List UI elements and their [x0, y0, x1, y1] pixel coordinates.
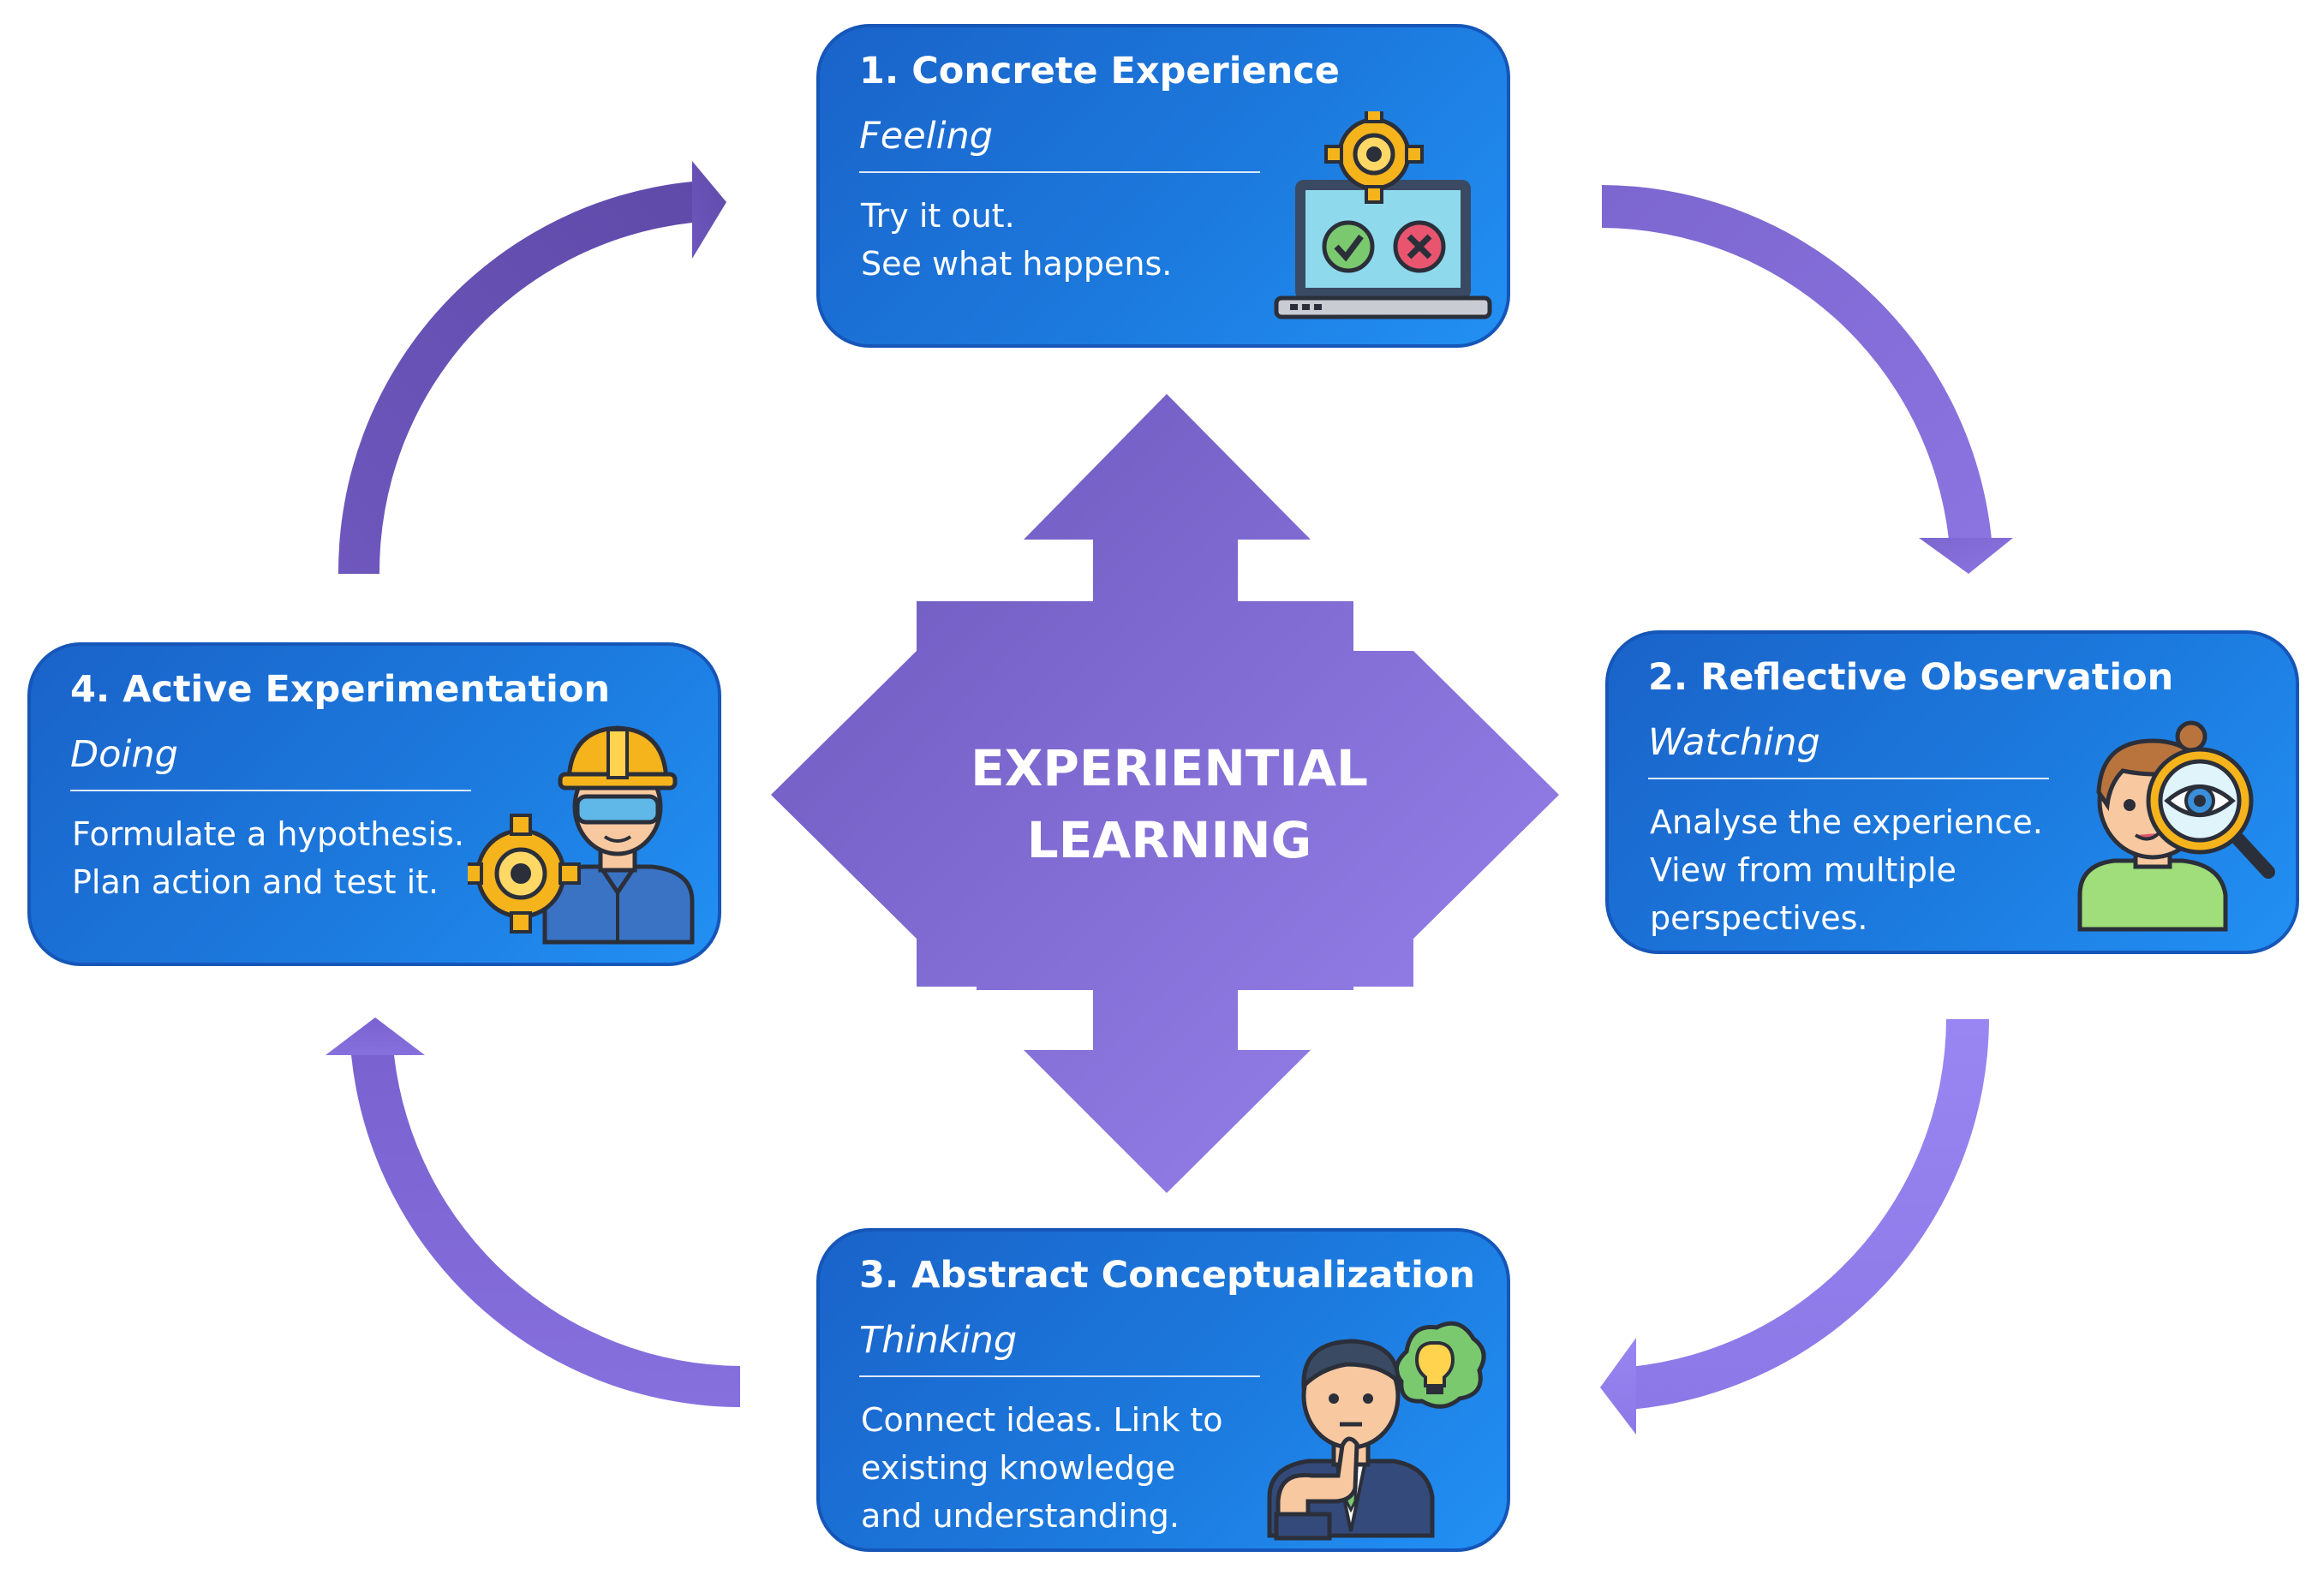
stage-box-concrete-experience: 1. Concrete Experience Feeling Try it ou… [816, 24, 1510, 348]
engineer-gear-icon [468, 725, 695, 945]
stage-mode: Feeling [859, 115, 994, 158]
stage-title: 3. Abstract Conceptualization [859, 1254, 1475, 1297]
stage-description: Connect ideas. Link to existing knowledg… [861, 1396, 1306, 1540]
stage-divider [859, 171, 1260, 173]
stage-box-reflective-observation: 2. Reflective Observation Watching Analy… [1605, 630, 2299, 954]
stage-divider [1648, 778, 2049, 779]
center-label-line-1: EXPERIENTIAL [971, 739, 1368, 797]
stage-mode: Thinking [859, 1319, 1018, 1362]
stage-description-line: Plan action and test it. [72, 863, 439, 901]
stage-description: Analyse the experience. View from multip… [1650, 798, 2095, 942]
cycle-arrow-3-to-4 [326, 1017, 740, 1407]
center-four-way-arrow [771, 394, 1559, 1193]
person-magnifier-icon [2077, 720, 2275, 932]
stage-title: 1. Concrete Experience [859, 50, 1340, 92]
stage-title: 4. Active Experimentation [70, 668, 611, 711]
stage-description-line: and understanding. [861, 1497, 1180, 1535]
stage-description-line: Formulate a hypothesis. [72, 815, 464, 853]
stage-box-abstract-conceptualization: 3. Abstract Conceptualization Thinking C… [816, 1228, 1510, 1552]
stage-description-line: Try it out. [861, 197, 1015, 235]
stage-description-line: View from multiple [1650, 851, 1957, 889]
thinking-man-icon [1267, 1321, 1486, 1541]
stage-description-line: existing knowledge [861, 1449, 1176, 1487]
stage-description: Formulate a hypothesis. Plan action and … [72, 810, 517, 906]
center-label-line-2: LEARNING [1026, 811, 1312, 869]
stage-title: 2. Reflective Observation [1648, 656, 2174, 699]
stage-description-line: Analyse the experience. [1650, 803, 2043, 841]
cycle-arrow-2-to-3 [1600, 1019, 1989, 1435]
cycle-arrow-1-to-2 [1602, 185, 2013, 574]
stage-description-line: Connect ideas. Link to [861, 1401, 1223, 1439]
stage-box-active-experimentation: 4. Active Experimentation Doing Formulat… [27, 642, 721, 966]
stage-description-line: See what happens. [861, 245, 1173, 283]
cycle-arrow-4-to-1 [338, 161, 726, 574]
laptop-gear-icon [1274, 111, 1492, 319]
stage-mode: Watching [1648, 721, 1820, 764]
stage-description-line: perspectives. [1650, 899, 1868, 937]
stage-divider [859, 1375, 1260, 1377]
stage-mode: Doing [70, 733, 178, 776]
center-label: EXPERIENTIAL LEARNING [925, 732, 1413, 876]
stage-description: Try it out. See what happens. [861, 192, 1306, 288]
stage-divider [70, 790, 471, 791]
